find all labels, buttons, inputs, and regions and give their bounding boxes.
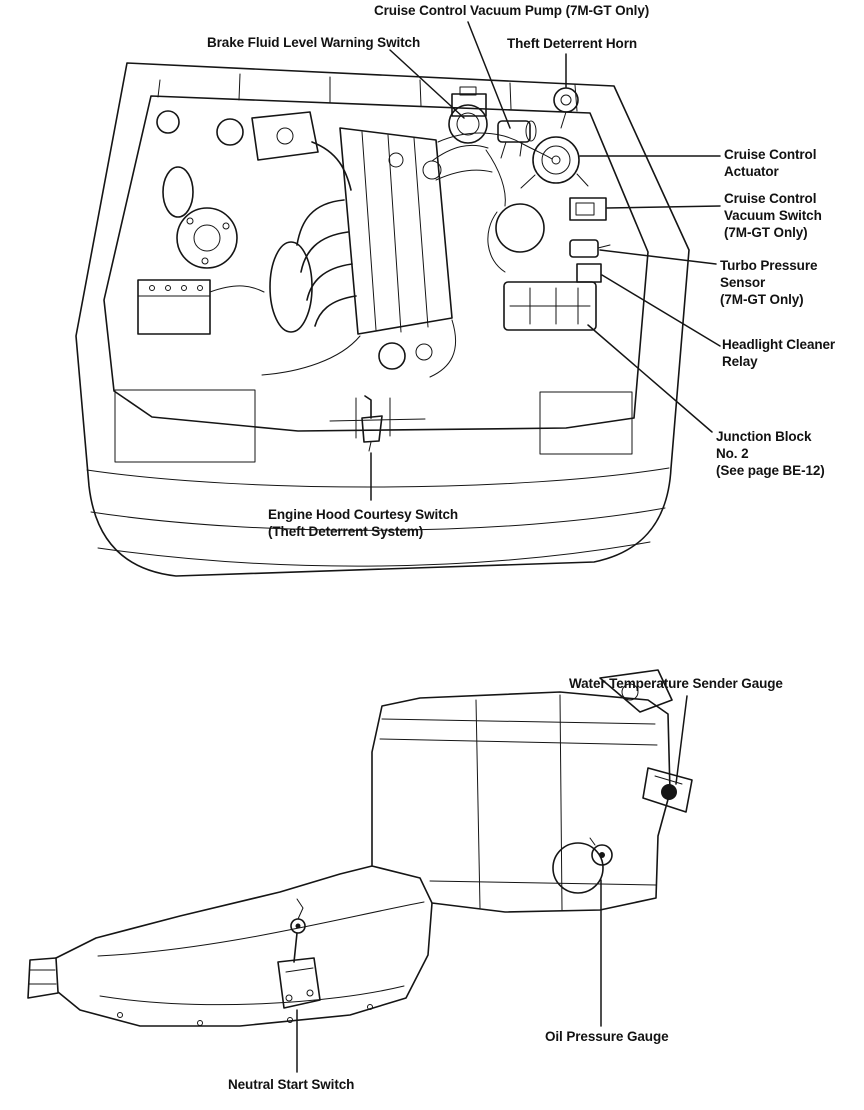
engine-side-illustration xyxy=(27,669,693,1027)
callout-turbo-pressure-sensor: Turbo Pressure Sensor (7M-GT Only) xyxy=(720,258,818,308)
callout-headlight-cleaner-relay: Headlight Cleaner Relay xyxy=(722,337,836,370)
callout-engine-hood-courtesy-switch: Engine Hood Courtesy Switch (Theft Deter… xyxy=(268,507,459,540)
leader-junction-block-no-2 xyxy=(587,324,713,433)
leader-cruise-control-vacuum-switch xyxy=(606,205,721,209)
callout-junction-block-no-2: Junction Block No. 2 (See page BE-12) xyxy=(716,429,825,479)
front-panel-right xyxy=(539,391,633,455)
callout-cruise-control-actuator: Cruise Control Actuator xyxy=(724,147,817,180)
leader-turbo-pressure-sensor xyxy=(599,249,717,265)
theft-deterrent-horn-shape xyxy=(553,87,579,129)
cruise-actuator-shape xyxy=(520,136,589,189)
wiring-harness xyxy=(437,132,553,160)
callout-theft-deterrent-horn: Theft Deterrent Horn xyxy=(507,36,638,51)
callout-neutral-start-switch: Neutral Start Switch xyxy=(228,1077,355,1092)
car-body-outline xyxy=(75,62,690,577)
hood-latch-support xyxy=(329,397,426,439)
callout-water-temperature-sender-gauge: Water Temperature Sender Gauge xyxy=(569,676,783,691)
vacuum-pump-shape xyxy=(497,120,537,159)
callout-cruise-control-vacuum-switch: Cruise Control Vacuum Switch (7M-GT Only… xyxy=(724,191,822,241)
callout-cruise-control-vacuum-pump: Cruise Control Vacuum Pump (7M-GT Only) xyxy=(374,3,650,18)
turbo-sensor-shape xyxy=(569,239,611,258)
leader-lines xyxy=(296,21,721,1073)
neutral-start-switch-shape xyxy=(277,898,321,1009)
washer-reservoir xyxy=(162,166,194,218)
bumper-line-3 xyxy=(97,541,651,567)
leader-cruise-control-vacuum-pump xyxy=(467,21,511,129)
block-detail-lines xyxy=(475,694,563,911)
blower-housing xyxy=(485,149,545,273)
headlight-cleaner-relay-shape xyxy=(576,263,602,283)
top-bracket xyxy=(599,669,673,713)
front-panel-left xyxy=(114,389,256,463)
bumper-line-2 xyxy=(90,507,666,531)
valve-cover-lines xyxy=(379,718,658,746)
junction-block-shape xyxy=(503,281,597,331)
engine-bay-rim xyxy=(103,95,649,432)
oil-pressure-sender-shape xyxy=(552,837,613,894)
callout-oil-pressure-gauge: Oil Pressure Gauge xyxy=(545,1029,669,1044)
fender-cap-1 xyxy=(156,110,180,134)
transmission-outline xyxy=(27,865,433,1027)
vacuum-switch-shape xyxy=(569,197,607,221)
air-flow-meter xyxy=(251,111,352,191)
battery xyxy=(137,279,265,335)
leader-headlight-cleaner-relay xyxy=(601,274,721,347)
bumper-line-1 xyxy=(86,467,670,488)
engine-side-outline xyxy=(371,691,671,913)
fender-cap-2 xyxy=(216,118,244,146)
strut-tower xyxy=(176,207,238,269)
leader-water-temperature-sender-gauge xyxy=(675,695,688,785)
cowl-detail xyxy=(157,73,578,112)
callout-brake-fluid-level-warning-switch: Brake Fluid Level Warning Switch xyxy=(207,35,421,50)
leader-brake-fluid-level-warning-switch xyxy=(389,49,465,119)
oil-pan-line xyxy=(429,880,657,886)
brake-fluid-switch-shape xyxy=(448,86,488,144)
water-temp-sender-shape xyxy=(642,767,693,813)
engine-block xyxy=(261,127,493,378)
engine-bay-illustration xyxy=(75,62,690,577)
courtesy-switch-shape xyxy=(361,395,383,452)
